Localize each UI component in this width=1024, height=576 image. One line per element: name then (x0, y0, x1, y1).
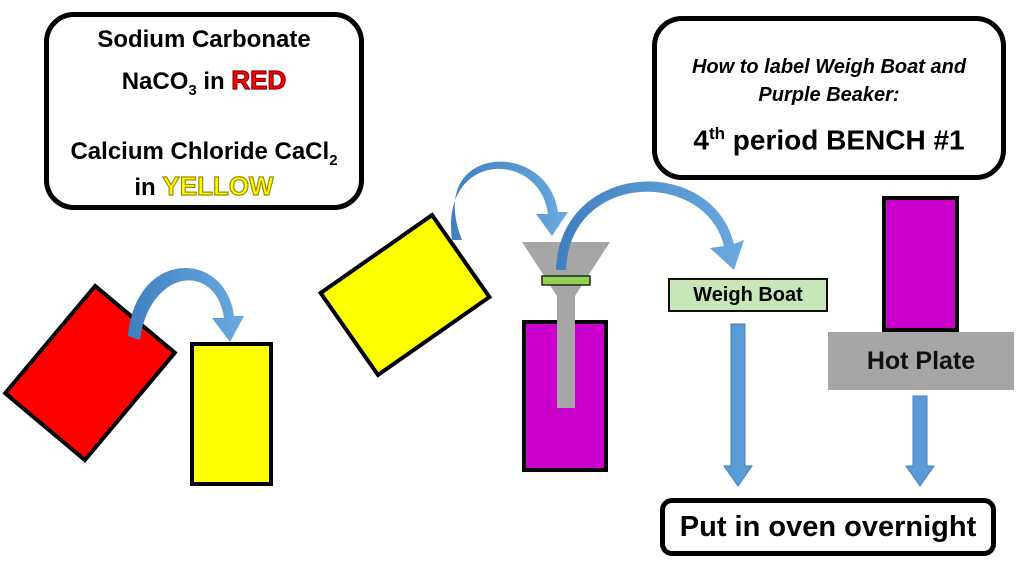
calcium-chloride-line: Calcium Chloride CaCl2 (49, 137, 359, 176)
filter-paper (541, 275, 591, 286)
hot-plate-down-arrow (905, 395, 935, 487)
transfer-arc-arrow (556, 181, 744, 270)
oven-instruction-box: Put in oven overnight (660, 498, 996, 556)
cacl2-formula: Calcium Chloride CaCl (70, 138, 330, 165)
bench-text: period BENCH #1 (725, 124, 965, 156)
funnel (522, 242, 610, 408)
labeling-instructions-box: How to label Weigh Boat and Purple Beake… (652, 16, 1006, 180)
cacl2-subscript: 2 (329, 151, 338, 169)
naco3-formula: NaCO (121, 68, 189, 95)
yellow-calcium-chloride-container (317, 212, 493, 378)
naco3-subscript: 3 (188, 81, 197, 99)
naco3-red-line: NaCO3 in RED (49, 64, 359, 106)
weigh-boat: Weigh Boat (668, 278, 828, 312)
label-instructions-line2: Purple Beaker: (758, 84, 900, 106)
weigh-boat-down-arrow (723, 323, 753, 487)
red-sodium-carbonate-container (2, 283, 178, 463)
sodium-carbonate-label: Sodium Carbonate (97, 26, 311, 53)
period-number: 4 (693, 124, 709, 156)
pour-arc-arrow-1 (128, 268, 244, 342)
yellow-word: YELLOW (162, 170, 274, 201)
yellow-line: in YELLOW (49, 170, 359, 203)
naco3-in: in (196, 68, 232, 95)
yellow-receiving-container (190, 342, 273, 486)
red-word: RED (231, 64, 287, 95)
label-instructions-line1: How to label Weigh Boat and (691, 56, 967, 78)
yellow-in: in (134, 174, 163, 201)
period-suffix: th (708, 124, 725, 143)
period-bench-label: 4th period BENCH #1 (657, 117, 1001, 157)
pour-arc-arrow-2 (451, 161, 568, 240)
hot-plate: Hot Plate (828, 332, 1014, 390)
purple-beaker-on-hot-plate (882, 196, 959, 332)
chemical-color-legend: Sodium Carbonate NaCO3 in RED Calcium Ch… (44, 12, 364, 210)
oven-instruction-text: Put in oven overnight (679, 511, 977, 543)
